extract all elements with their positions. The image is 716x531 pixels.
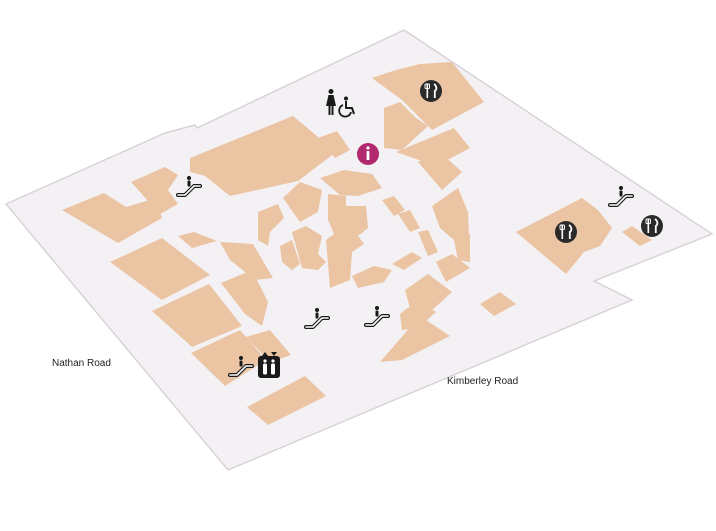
lift-icon bbox=[258, 352, 280, 378]
shop-unit[interactable] bbox=[152, 284, 242, 347]
escalator-icon bbox=[228, 356, 254, 377]
female-toilet-icon bbox=[326, 89, 336, 115]
shop-unit[interactable] bbox=[283, 182, 322, 222]
escalator-icon bbox=[304, 308, 330, 329]
wheelchair-icon bbox=[338, 96, 355, 118]
shop-unit[interactable] bbox=[398, 210, 420, 232]
floor-plate bbox=[4, 29, 714, 471]
shop-unit[interactable] bbox=[190, 116, 336, 196]
shop-unit[interactable] bbox=[418, 230, 438, 256]
shop-unit[interactable] bbox=[191, 330, 266, 386]
restaurant-icon bbox=[420, 80, 442, 102]
road-label-kimberley: Kimberley Road bbox=[447, 376, 519, 387]
shop-unit[interactable] bbox=[131, 167, 178, 214]
road-label-nathan: Nathan Road bbox=[52, 358, 111, 369]
shop-unit[interactable] bbox=[110, 238, 210, 300]
escalator-icon bbox=[608, 186, 634, 207]
shop-unit[interactable] bbox=[247, 376, 326, 425]
shop-unit[interactable] bbox=[380, 316, 450, 362]
restaurant-icon bbox=[555, 221, 577, 243]
shop-unit[interactable] bbox=[400, 300, 436, 330]
restaurant-icon bbox=[641, 215, 663, 237]
shop-unit[interactable] bbox=[436, 254, 470, 282]
shop-unit[interactable] bbox=[178, 232, 217, 248]
shop-unit[interactable] bbox=[382, 196, 405, 216]
shop-unit[interactable] bbox=[352, 266, 392, 288]
escalator-icon bbox=[364, 306, 390, 327]
shop-unit[interactable] bbox=[62, 193, 162, 243]
shop-unit[interactable] bbox=[220, 242, 273, 280]
shop-unit[interactable] bbox=[221, 270, 268, 326]
shop-unit[interactable] bbox=[292, 226, 326, 270]
shop-unit[interactable] bbox=[392, 252, 422, 270]
shop-unit[interactable] bbox=[280, 240, 300, 270]
information-icon bbox=[357, 143, 379, 165]
shop-units bbox=[62, 62, 652, 425]
shop-unit[interactable] bbox=[318, 131, 350, 158]
escalator-icon bbox=[176, 176, 202, 197]
shop-unit[interactable] bbox=[326, 194, 368, 288]
shop-unit[interactable] bbox=[454, 234, 470, 262]
shop-unit[interactable] bbox=[246, 330, 291, 362]
shop-unit[interactable] bbox=[396, 128, 470, 166]
shop-unit[interactable] bbox=[258, 204, 284, 246]
shop-unit[interactable] bbox=[480, 292, 516, 316]
shop-unit[interactable] bbox=[320, 170, 382, 196]
shop-unit[interactable] bbox=[622, 226, 652, 246]
shop-unit[interactable] bbox=[418, 152, 462, 190]
shop-unit[interactable] bbox=[384, 102, 428, 150]
